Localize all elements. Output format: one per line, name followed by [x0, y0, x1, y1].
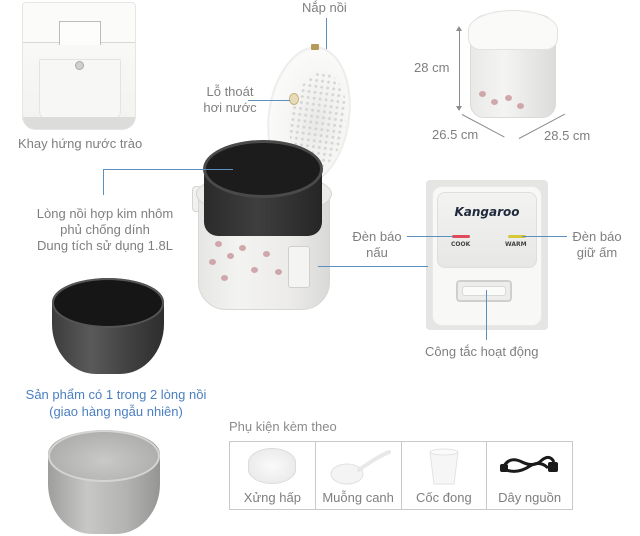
power-switch-lever — [462, 286, 506, 296]
lid-label: Nắp nồi — [302, 0, 347, 15]
warm-indicator-light — [508, 235, 526, 238]
inner-pot-callout-line-v — [103, 169, 104, 195]
switch-label: Công tắc hoạt động — [425, 344, 539, 359]
measuring-cup-icon — [429, 448, 459, 485]
height-value: 28 cm — [414, 60, 450, 75]
ladle-icon — [330, 450, 392, 485]
accessory-item: Muỗng canh — [316, 442, 402, 509]
steam-vent-icon — [289, 93, 299, 105]
warm-indicator-text: WARM — [505, 241, 527, 248]
cook-indicator-light — [452, 235, 470, 238]
panel-callout-line — [318, 266, 428, 267]
screw-icon — [75, 61, 84, 70]
warm-light-label: Đèn báo giữ ấm — [572, 229, 622, 260]
warm-light-callout-line — [522, 236, 567, 237]
nonstick-pot-mouth — [52, 278, 164, 328]
drip-tray-image — [22, 2, 136, 130]
inner-pot-mouth — [203, 140, 323, 198]
small-control-panel — [288, 246, 310, 288]
height-arrow — [459, 28, 460, 108]
cook-light-callout-line — [407, 236, 453, 237]
dimension-cooker-lid — [468, 10, 558, 50]
switch-callout-line — [486, 290, 487, 340]
arrow-head-down-icon — [456, 106, 462, 111]
inner-pot-label: Lòng nồi hợp kim nhôm phủ chống dính Dun… — [36, 206, 174, 253]
control-panel-display — [437, 192, 537, 268]
inner-pot-callout-line-h — [103, 169, 233, 170]
cook-light-label: Đèn báo nấu — [352, 229, 402, 260]
steam-vent-callout-line — [248, 100, 290, 101]
drip-tray-label: Khay hứng nước trào — [18, 136, 143, 151]
accessory-item: Xửng hấp — [230, 442, 316, 509]
arrow-head-up-icon — [456, 26, 462, 31]
accessory-item: Dây nguồn — [487, 442, 572, 509]
cook-indicator-text: COOK — [451, 241, 471, 248]
steamer-tray-icon — [248, 448, 297, 484]
random-pot-note: Sản phẩm có 1 trong 2 lòng nồi (giao hàn… — [25, 387, 207, 419]
lid-hinge — [311, 44, 319, 50]
accessories-grid: Xửng hấp Muỗng canh Cốc đong Dây nguồn — [229, 441, 573, 510]
accessories-title: Phụ kiện kèm theo — [229, 419, 337, 434]
lid-callout-line — [326, 18, 327, 50]
power-cord-icon — [499, 455, 558, 473]
accessory-item: Cốc đong — [402, 442, 488, 509]
brand-logo: Kangaroo — [454, 205, 520, 219]
aluminum-pot-mouth — [48, 430, 160, 482]
depth-value: 26.5 cm — [432, 127, 479, 142]
width-value: 28.5 cm — [544, 128, 591, 143]
steam-vent-label: Lỗ thoát hơi nước — [203, 84, 257, 115]
